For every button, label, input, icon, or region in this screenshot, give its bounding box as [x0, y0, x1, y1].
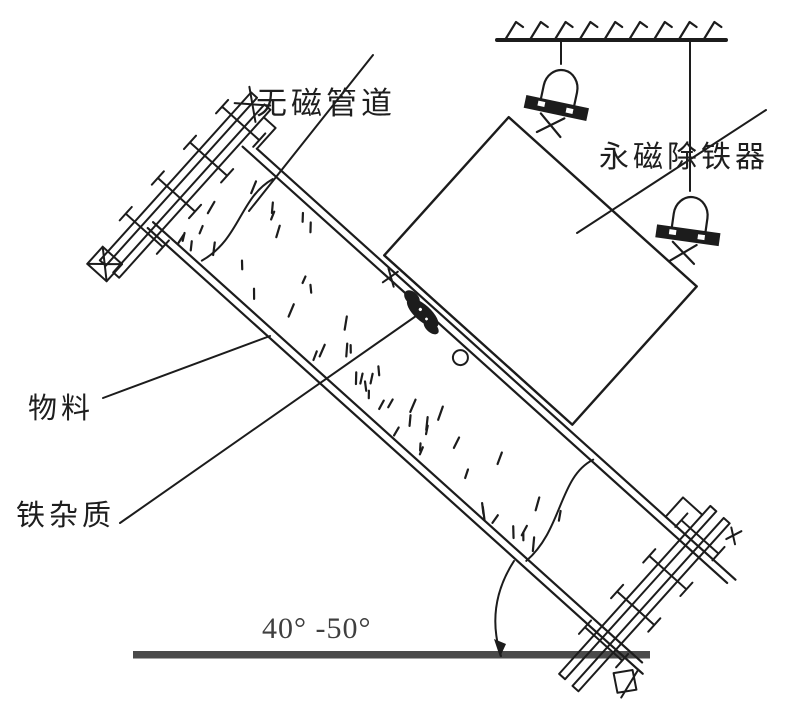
- generated-stroke: [512, 525, 515, 540]
- lifting-shackle-left: [518, 62, 597, 143]
- flange-collar: [664, 496, 704, 518]
- generated-stroke: [553, 20, 574, 42]
- flange-end-bolt: [725, 526, 743, 546]
- pipe-port-circle: [451, 349, 469, 367]
- generated-stroke: [359, 372, 364, 385]
- label-material: 物料: [28, 392, 94, 425]
- generated-stroke: [419, 442, 422, 452]
- generated-stroke: [378, 399, 385, 411]
- generated-stroke: [343, 315, 348, 331]
- generated-stroke: [198, 224, 204, 235]
- generated-stroke: [557, 509, 562, 522]
- generated-stroke: [212, 241, 216, 257]
- generated-stroke: [534, 496, 541, 512]
- leader-line-pipe: [248, 54, 374, 212]
- generated-stroke: [318, 343, 326, 358]
- generated-stroke: [345, 342, 349, 358]
- ceiling: [495, 20, 728, 42]
- flange-end-bolt: [86, 245, 124, 283]
- label-iron-impurity: 铁杂质: [16, 499, 115, 532]
- flange-end-bolt: [233, 85, 272, 123]
- generated-stroke: [408, 414, 412, 427]
- generated-stroke: [522, 531, 525, 542]
- material-break-line: [525, 458, 595, 562]
- generated-stroke: [496, 451, 503, 466]
- ceiling-hatching: [503, 20, 723, 42]
- generated-stroke: [578, 20, 599, 42]
- generated-stroke: [677, 20, 698, 42]
- pipe-wall-upper: [241, 145, 737, 585]
- generated-stroke: [627, 20, 649, 42]
- generated-stroke: [301, 211, 305, 223]
- generated-stroke: [312, 350, 318, 362]
- magnet-base-edge: [383, 254, 574, 426]
- generated-stroke: [309, 221, 312, 234]
- generated-stroke: [206, 200, 216, 215]
- generated-stroke: [369, 372, 374, 385]
- generated-stroke: [349, 344, 352, 354]
- iron-impurities-cluster: [381, 267, 439, 335]
- generated-stroke: [409, 398, 417, 413]
- ground-line: [133, 651, 650, 659]
- generated-stroke: [702, 20, 723, 42]
- generated-stroke: [377, 365, 381, 377]
- flange-collar: [255, 116, 277, 150]
- angle-arc: [494, 560, 515, 657]
- generated-stroke: [354, 371, 358, 386]
- generated-stroke: [531, 536, 536, 553]
- pipe-assembly: [86, 85, 743, 699]
- pipe-wall-lower: [146, 221, 644, 675]
- arc-arrowhead: [494, 639, 506, 657]
- generated-stroke: [491, 514, 499, 524]
- generated-stroke: [464, 468, 470, 480]
- flange-bolts: [118, 98, 267, 255]
- pipe-end-cap: [612, 668, 640, 699]
- generated-stroke: [481, 505, 486, 521]
- generated-stroke: [452, 436, 461, 450]
- generated-stroke: [424, 424, 429, 436]
- generated-stroke: [392, 426, 400, 437]
- generated-stroke: [603, 20, 624, 42]
- generated-stroke: [252, 287, 256, 300]
- pipe-flange-left: [86, 85, 277, 283]
- generated-stroke: [503, 20, 525, 42]
- label-pipe: 无磁管道: [256, 86, 396, 121]
- generated-stroke: [270, 201, 274, 215]
- material-flow-dashes: [177, 180, 562, 553]
- generated-stroke: [387, 398, 394, 409]
- generated-stroke: [437, 405, 444, 421]
- leader-line-material: [102, 335, 271, 399]
- label-install-angle: 40° -50°: [262, 612, 371, 645]
- flange-bolts: [577, 512, 726, 669]
- generated-stroke: [250, 180, 258, 195]
- generated-stroke: [240, 259, 244, 271]
- generated-stroke: [418, 446, 424, 456]
- leader-line-magnet: [576, 109, 767, 234]
- generated-stroke: [301, 275, 307, 285]
- generated-stroke: [189, 240, 193, 252]
- generated-stroke: [367, 389, 370, 400]
- generated-stroke: [528, 20, 549, 42]
- generated-stroke: [270, 210, 276, 221]
- generated-stroke: [309, 283, 313, 294]
- leader-line-iron: [119, 308, 427, 524]
- generated-stroke: [181, 231, 186, 242]
- pipe-flange-right: [558, 496, 743, 699]
- generated-stroke: [363, 380, 368, 392]
- generated-stroke: [287, 303, 295, 318]
- generated-stroke: [275, 224, 281, 239]
- label-magnet: 永磁除铁器: [599, 141, 769, 174]
- generated-stroke: [652, 20, 673, 42]
